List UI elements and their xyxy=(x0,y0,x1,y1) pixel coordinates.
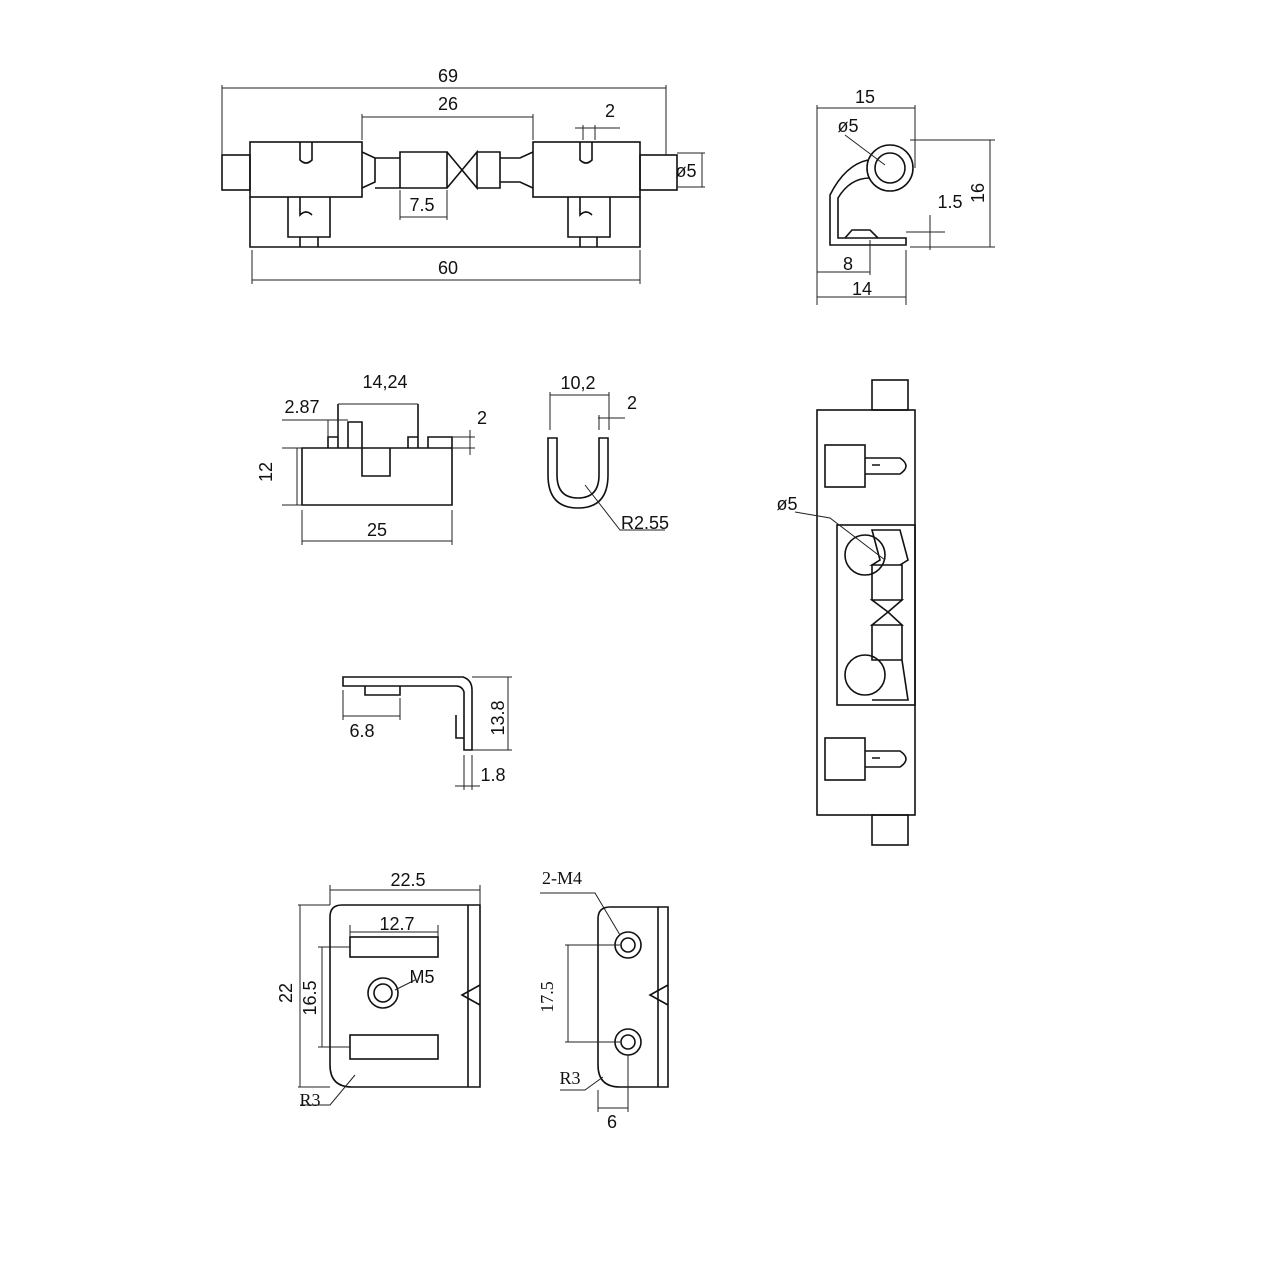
dim-step: 2 xyxy=(477,408,487,428)
dim-thickness: 1.8 xyxy=(480,765,505,785)
dim-thickness: 1.5 xyxy=(937,192,962,212)
dim-slot-width: 2 xyxy=(605,101,615,121)
dim-pin-diameter: ø5 xyxy=(837,116,858,136)
dim-pin-diameter: ø5 xyxy=(675,161,696,181)
dim-slot-spacing: 16.5 xyxy=(300,980,320,1015)
dim-slot-length: 12.7 xyxy=(379,914,414,934)
dim-hole-spacing: 17.5 xyxy=(537,981,557,1013)
hinge-side-view: 15 ø5 16 1.5 8 14 xyxy=(816,87,995,305)
dim-corner-radius: R3 xyxy=(559,1068,580,1088)
dim-width: 15 xyxy=(855,87,875,107)
dim-width: 22.5 xyxy=(390,870,425,890)
dim-overall-length: 69 xyxy=(438,66,458,86)
dim-height: 16 xyxy=(968,183,988,203)
dim-radius: R2.55 xyxy=(621,513,669,533)
bracket-view: 6.8 13.8 1.8 xyxy=(342,676,512,790)
dim-height: 22 xyxy=(276,983,296,1003)
u-clip-view: 10,2 2 R2.55 xyxy=(547,373,669,533)
dim-wire: 2 xyxy=(627,393,637,413)
hinge-vertical-view: ø5 xyxy=(776,379,916,846)
dim-corner-radius: R3 xyxy=(299,1090,320,1110)
dim-thread: M5 xyxy=(409,967,434,987)
dim-edge-distance: 6 xyxy=(607,1112,617,1132)
hinge-front-view: 69 26 2 ø5 7.5 60 xyxy=(221,66,705,284)
dim-height: 13.8 xyxy=(488,700,508,735)
dim-length: 25 xyxy=(367,520,387,540)
plate-view: 22.5 12.7 M5 22 16.5 R3 xyxy=(276,870,481,1110)
dim-neck-length: 7.5 xyxy=(409,195,434,215)
dim-pin-diameter: ø5 xyxy=(776,494,797,514)
side-plate-view: 2-M4 17.5 R3 6 xyxy=(537,868,669,1132)
dim-plate-length: 60 xyxy=(438,258,458,278)
channel-view: 14,24 2.87 2 12 25 xyxy=(256,372,487,545)
dim-notch: 2.87 xyxy=(284,397,319,417)
dim-offset: 8 xyxy=(843,254,853,274)
dim-base-width: 14 xyxy=(852,279,872,299)
dim-leg: 6.8 xyxy=(349,721,374,741)
dim-holes: 2-M4 xyxy=(542,868,582,888)
dim-width: 10,2 xyxy=(560,373,595,393)
dim-inner-width: 14,24 xyxy=(362,372,407,392)
dim-shaft-length: 26 xyxy=(438,94,458,114)
dim-height: 12 xyxy=(256,462,276,482)
